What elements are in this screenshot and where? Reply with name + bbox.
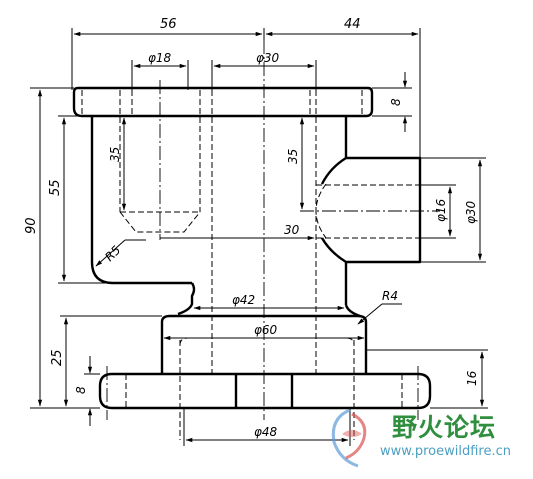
dim-dia-16: φ16 bbox=[434, 198, 448, 222]
dim-depth-35-right: 35 bbox=[286, 149, 300, 164]
base-holes bbox=[234, 374, 294, 408]
dim-dia-42: φ42 bbox=[232, 293, 255, 307]
watermark: 野火论坛 www.proewildfire.cn bbox=[318, 404, 533, 474]
base-flange bbox=[98, 372, 432, 410]
dim-height-16: 16 bbox=[465, 370, 479, 386]
dim-depth-35-left: 35 bbox=[108, 147, 122, 162]
dim-dia-60: φ60 bbox=[254, 323, 278, 337]
neck bbox=[177, 282, 196, 316]
hidden-lines bbox=[81, 90, 420, 440]
dim-height-8-left: 8 bbox=[74, 386, 88, 394]
dim-dia-30-right: φ30 bbox=[464, 200, 478, 224]
dimension-lines bbox=[30, 28, 488, 446]
neck-right bbox=[344, 304, 361, 318]
top-flange bbox=[72, 86, 374, 118]
dim-height-25: 25 bbox=[50, 349, 65, 366]
bird-logo-icon bbox=[331, 408, 367, 468]
watermark-title: 野火论坛 bbox=[392, 413, 497, 442]
dim-height-55: 55 bbox=[48, 179, 63, 196]
dim-top-left: 56 bbox=[160, 17, 177, 32]
dim-dia-48: φ48 bbox=[254, 425, 278, 439]
dim-len-30: 30 bbox=[284, 223, 300, 237]
part-outline bbox=[72, 86, 432, 410]
dim-radius-5: R5 bbox=[102, 243, 123, 264]
dim-dia-30-top: φ30 bbox=[256, 51, 280, 65]
center-lines bbox=[106, 40, 440, 420]
dim-dia-18: φ18 bbox=[148, 51, 172, 65]
side-boss bbox=[320, 156, 422, 264]
watermark-url[interactable]: www.proewildfire.cn bbox=[380, 444, 511, 459]
dim-height-8-right: 8 bbox=[389, 98, 403, 106]
dim-top-right: 44 bbox=[344, 17, 361, 32]
dim-height-90: 90 bbox=[24, 217, 39, 234]
dim-radius-4: R4 bbox=[382, 289, 398, 303]
